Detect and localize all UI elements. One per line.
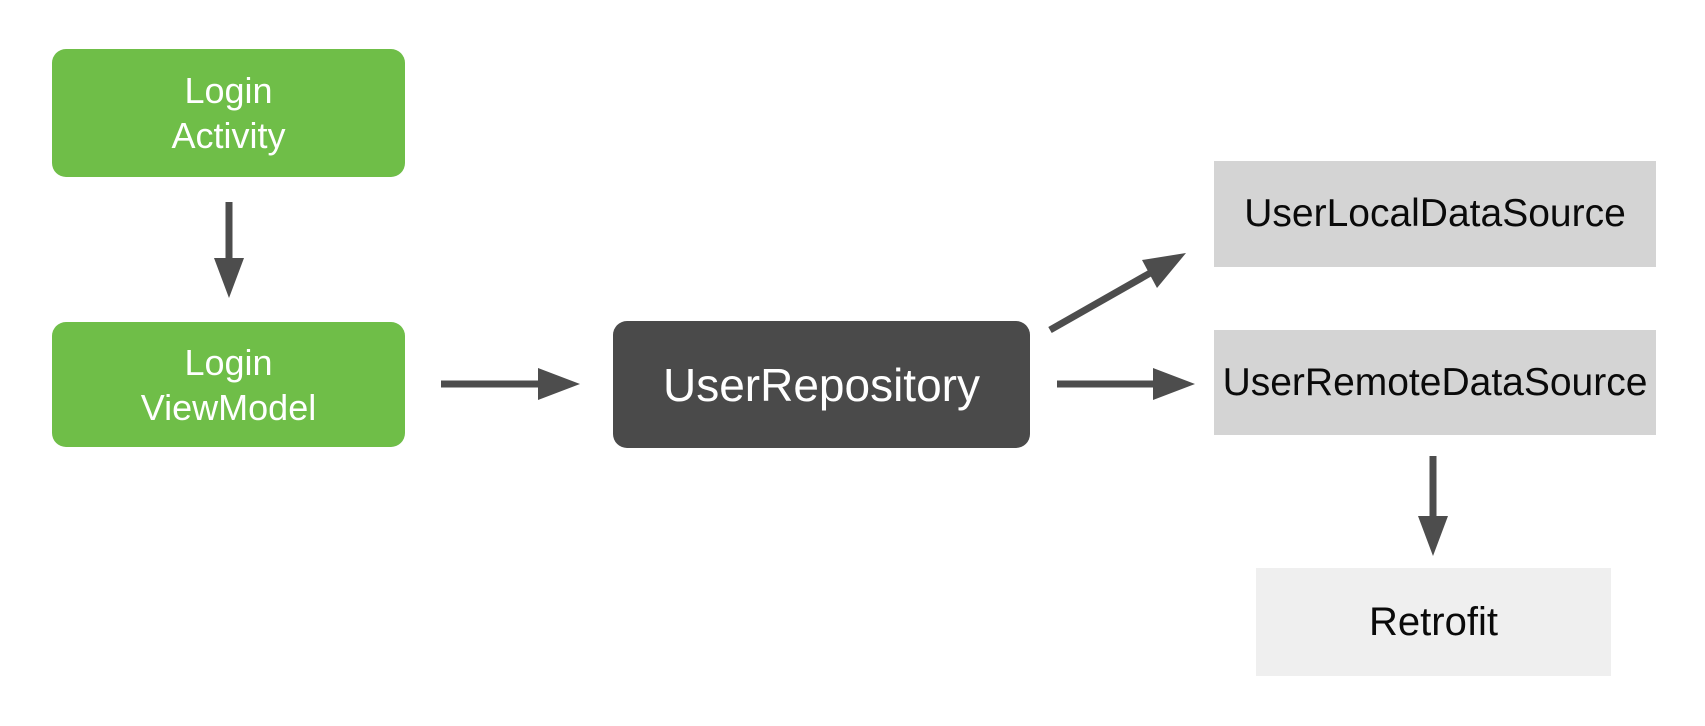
arrow-head <box>1418 516 1448 556</box>
node-login-viewmodel: Login ViewModel <box>52 322 405 447</box>
arrow-stem <box>1048 268 1154 334</box>
arrow-user-repository-to-user-remote-data-source <box>1057 368 1195 400</box>
arrow-user-remote-data-source-to-retrofit <box>1418 456 1448 556</box>
arrow-head <box>214 258 244 298</box>
node-user-remote-data-source: UserRemoteDataSource <box>1214 330 1656 435</box>
arrow-head <box>1142 253 1186 288</box>
arrow-head <box>1153 368 1195 400</box>
arrow-login-activity-to-login-viewmodel <box>214 202 244 298</box>
node-retrofit: Retrofit <box>1256 568 1611 676</box>
node-user-local-data-source: UserLocalDataSource <box>1214 161 1656 267</box>
node-user-repository: UserRepository <box>613 321 1030 448</box>
arrow-user-repository-to-user-local-data-source <box>1048 253 1186 334</box>
node-login-activity: Login Activity <box>52 49 405 177</box>
arrow-head <box>538 368 580 400</box>
arrow-login-viewmodel-to-user-repository <box>441 368 580 400</box>
